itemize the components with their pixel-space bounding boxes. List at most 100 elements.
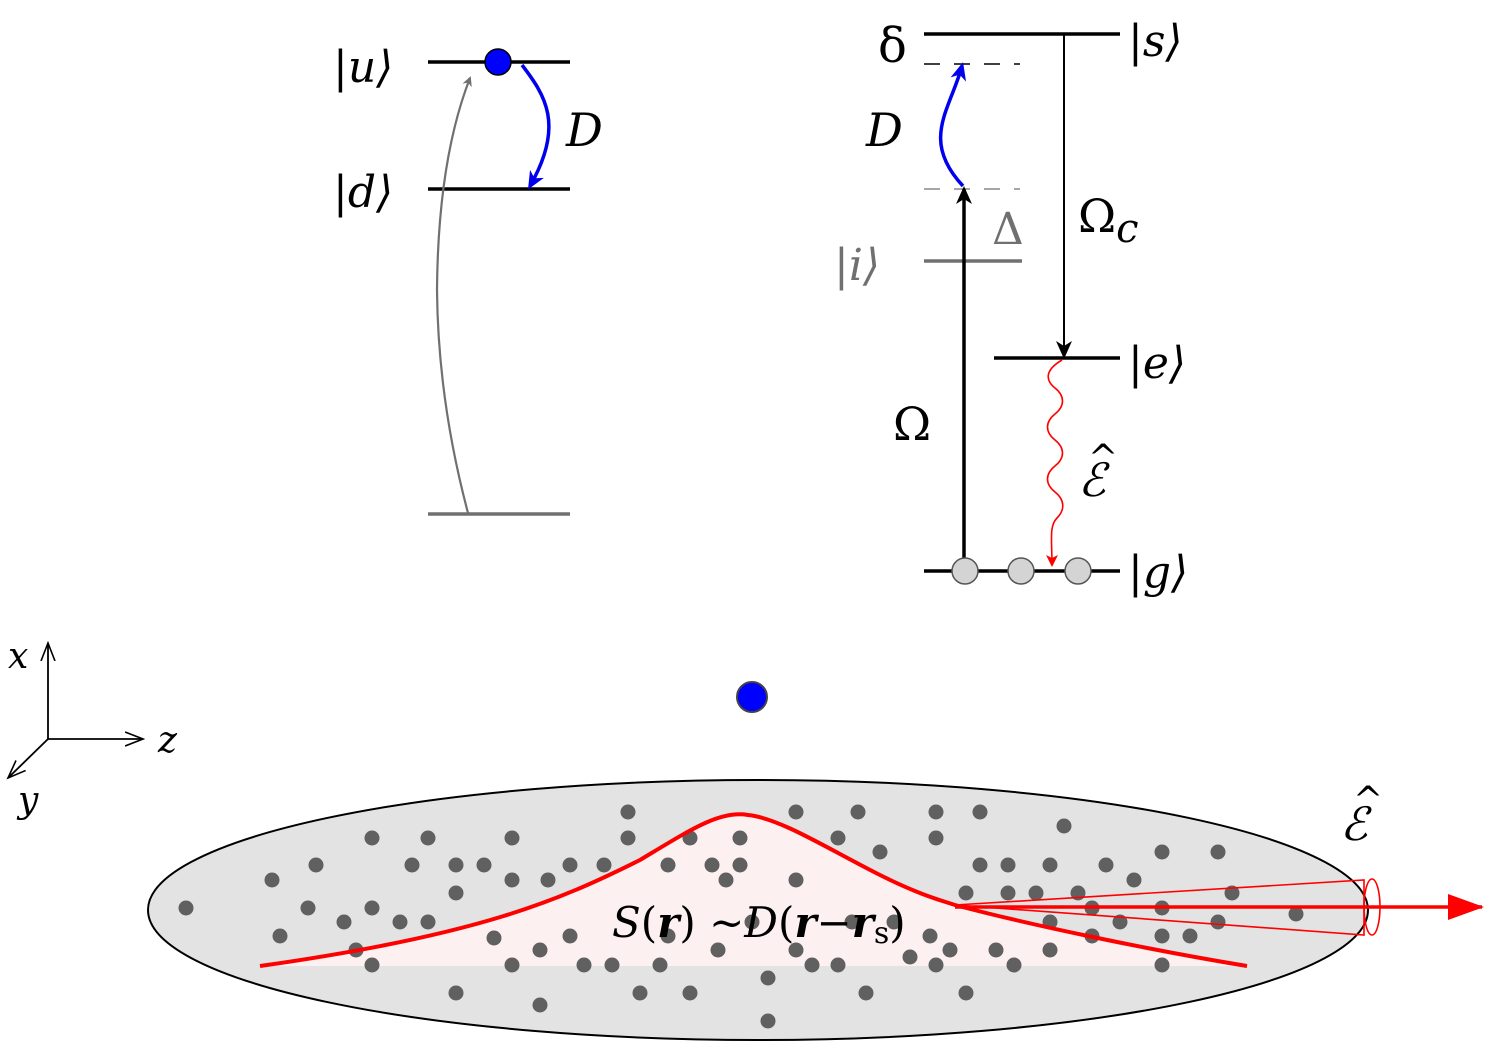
atom-dot [486,930,502,946]
atom-dot [448,985,464,1001]
omega-c-sub: c [1116,206,1138,252]
state-u-label: |u⟩ [333,42,393,93]
ground-atom-1 [951,557,979,585]
state-e-label: |e⟩ [1128,338,1186,389]
atom-dot [264,872,280,888]
atom-dot [1028,885,1044,901]
output-field-hat: ^ [1353,780,1383,821]
atom-dot [562,857,578,873]
coupling-arrow-left [520,63,551,190]
polariton-profile-fill [260,814,1247,966]
atom-dot [562,928,578,944]
atom-dot [958,985,974,1001]
axis-y [8,738,49,778]
delta-small-label: δ [878,18,907,74]
left-level-scheme: |u⟩ |d⟩ D [333,42,603,516]
formula-r2: r [794,898,819,947]
atom-dot [178,900,194,916]
atom-dot [958,885,974,901]
ground-atom-3 [1064,557,1092,585]
atom-dot [1098,857,1114,873]
state-d-label: |d⟩ [333,167,393,218]
atom-dot [942,942,958,958]
coordinate-axes: x z y [8,636,178,821]
atom-dot [886,914,902,930]
atom-dot [392,914,408,930]
atom-dot [420,914,436,930]
polariton-profile [259,812,1248,968]
atom-dot [532,942,548,958]
emission-wavy-arrow [1045,359,1064,567]
atom-dot [504,830,520,846]
axis-z-label: z [157,720,178,761]
field-label-right: ℰ [1078,453,1110,507]
atom-dot [1154,844,1170,860]
atom-dot [364,957,380,973]
atom-dot [448,857,464,873]
atom-dot [532,997,548,1013]
atom-dot [902,949,918,965]
atom-dot [928,957,944,973]
atom-dot [1288,906,1304,922]
atom-dot [1000,885,1016,901]
omega-c-label: Ωc [1078,189,1139,252]
atom-dot [540,872,556,888]
atom-dot [830,957,846,973]
atom-dot [1154,928,1170,944]
atom-dot [448,885,464,901]
impurity-atom [736,681,768,713]
formula-S: S [612,898,641,947]
formula-paren-open-1: ( [641,898,657,947]
atom-dot [504,872,520,888]
atom-dot [1224,885,1240,901]
atom-dot [710,942,726,958]
omega-c-main: Ω [1078,189,1116,243]
atom-dot [504,957,520,973]
atom-dot [732,857,748,873]
atom-dot [632,985,648,1001]
atom-dot [988,942,1004,958]
atom-dot [972,857,988,873]
coupling-label-left: D [565,103,603,157]
axis-x-label: x [8,636,28,677]
delta-big-label: Δ [992,204,1024,255]
atom-dot [336,914,352,930]
state-i-label: |i⟩ [834,240,880,291]
atom-dot [972,804,988,820]
atomic-ensemble: ^ ℰ S(r) ~D(r−rs) [147,779,1484,1041]
formula-paren-close-1: ) [679,898,709,947]
formula-paren-close-2: ) [889,898,905,947]
atom-dot [660,928,676,944]
atom-dot [928,804,944,820]
atom-dot [620,830,636,846]
state-g-label: |g⟩ [1128,547,1188,598]
atom-dot [652,957,668,973]
atom-dot [364,830,380,846]
coupling-arrow-right [938,62,967,188]
coupling-label-right: D [865,103,903,157]
formula-r3: r [852,898,877,947]
atom-dot [704,857,720,873]
atom-dot [732,830,748,846]
atom-dot [1112,914,1128,930]
formula-minus: − [816,898,851,947]
atom-dot [1056,818,1072,834]
atom-dot [1042,857,1058,873]
formula: S(r) ~D(r−rs) [612,898,906,951]
atom-dot [300,900,316,916]
atom-dot [476,857,492,873]
right-level-scheme: δ |s⟩ D Δ |i⟩ Ωc |e⟩ Ω ^ ℰ |g⟩ [834,16,1188,598]
formula-tilde: ~ [709,898,744,947]
atom-dot [718,872,734,888]
formula-paren-open-2: ( [778,898,794,947]
atom-dot [788,942,804,958]
atom-dots [178,804,1304,1029]
atom-dot [404,857,420,873]
atom-dot [1042,942,1058,958]
atom-dot [596,857,612,873]
omega-probe-label: Ω [893,397,931,451]
atom-dot [850,804,866,820]
atom-dot [760,970,776,986]
atom-dot [576,957,592,973]
